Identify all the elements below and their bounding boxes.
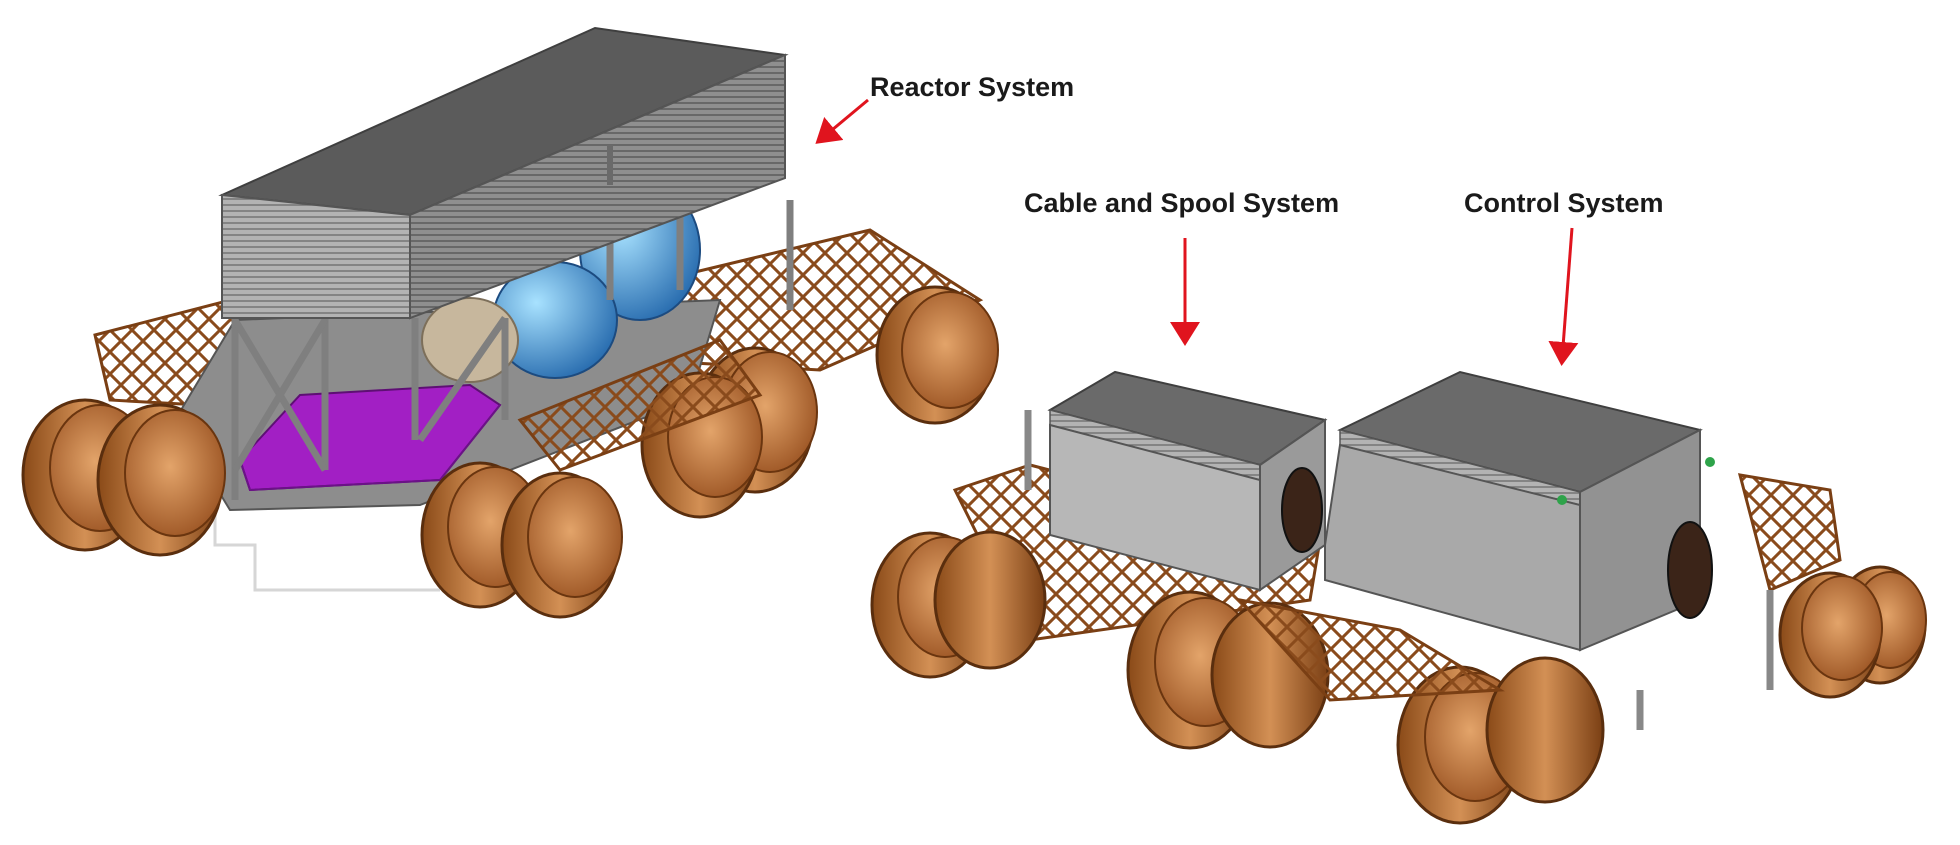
mid-frame [517, 338, 763, 472]
radiator-end [221, 193, 411, 319]
reactor-system-label: Reactor System [870, 72, 1075, 102]
tank-cylinder [421, 297, 519, 383]
control-spool [1667, 521, 1713, 619]
wheel [1485, 656, 1605, 804]
wheel [500, 471, 623, 619]
reactor-rover [21, 26, 999, 619]
cable-spool [1281, 467, 1323, 553]
cable-loop [213, 470, 440, 592]
annotation-arrows [815, 98, 1579, 366]
control-arrow [1548, 227, 1579, 366]
radiator-side [409, 53, 786, 320]
reactor-arrow [815, 98, 869, 144]
control-system-label: Control System [1464, 188, 1664, 218]
support-posts [1024, 410, 1774, 730]
wheel [1778, 571, 1883, 699]
cable-control-rover [870, 370, 1927, 825]
wheel [875, 285, 999, 425]
wheel [96, 403, 226, 557]
cable-spool-system-label: Cable and Spool System [1024, 188, 1340, 218]
front-frame [1737, 473, 1842, 593]
wheel [933, 530, 1047, 670]
lower-frame [1235, 597, 1505, 702]
